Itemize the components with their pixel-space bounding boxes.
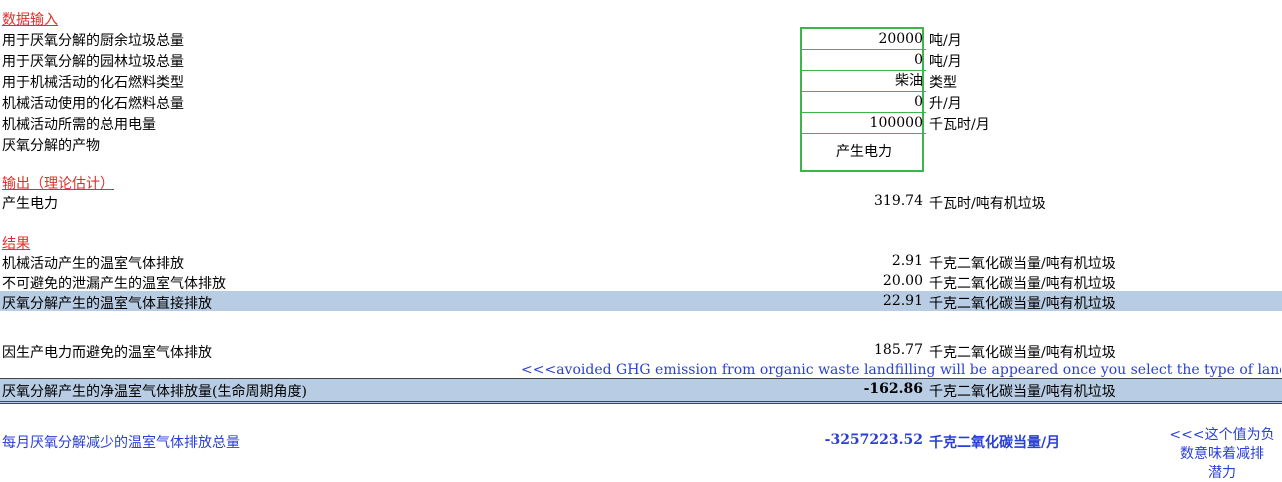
net-unit: 千克二氧化碳当量/吨有机垃圾 xyxy=(929,384,1116,400)
input-unit-fuel-type: 类型 xyxy=(929,75,957,91)
input-unit-yard-waste: 吨/月 xyxy=(929,54,962,70)
input-cell-food-waste[interactable]: 20000 xyxy=(802,29,926,50)
result-label-leakage: 不可避免的泄漏产生的温室气体排放 xyxy=(2,276,226,292)
input-cell-product[interactable]: 产生电力 xyxy=(836,144,892,160)
net-value: -162.86 xyxy=(863,381,923,397)
output-value-electricity: 319.74 xyxy=(874,193,923,209)
input-unit-fuel-amount: 升/月 xyxy=(929,96,962,112)
output-label-electricity: 产生电力 xyxy=(2,196,58,212)
input-cell-fuel-type[interactable]: 柴油 xyxy=(802,71,926,92)
output-unit-electricity: 千瓦时/吨有机垃圾 xyxy=(929,196,1046,212)
result-value-leakage: 20.00 xyxy=(882,273,923,289)
input-label-fuel-type: 用于机械活动的化石燃料类型 xyxy=(2,75,184,91)
highlight-band-direct xyxy=(0,291,1282,311)
input-cell-yard-waste[interactable]: 0 xyxy=(802,50,926,71)
input-label-food-waste: 用于厌氧分解的厨余垃圾总量 xyxy=(2,33,184,49)
result-unit-leakage: 千克二氧化碳当量/吨有机垃圾 xyxy=(929,276,1116,292)
input-cell-fuel-amount[interactable]: 0 xyxy=(802,92,926,113)
result-value-machinery: 2.91 xyxy=(891,253,923,269)
input-cell-electricity[interactable]: 100000 xyxy=(802,113,926,134)
input-label-electricity: 机械活动所需的总用电量 xyxy=(2,117,156,133)
result-unit-machinery: 千克二氧化碳当量/吨有机垃圾 xyxy=(929,256,1116,272)
result-label-direct: 厌氧分解产生的温室气体直接排放 xyxy=(2,296,212,312)
result-label-machinery: 机械活动产生的温室气体排放 xyxy=(2,256,184,272)
section-title-input: 数据输入 xyxy=(2,12,58,28)
input-unit-food-waste: 吨/月 xyxy=(929,33,962,49)
input-label-fuel-amount: 机械活动使用的化石燃料总量 xyxy=(2,96,184,112)
input-label-product: 厌氧分解的产物 xyxy=(2,138,100,154)
result-unit-avoided: 千克二氧化碳当量/吨有机垃圾 xyxy=(929,345,1116,361)
monthly-label: 每月厌氧分解减少的温室气体排放总量 xyxy=(2,435,240,451)
result-unit-direct: 千克二氧化碳当量/吨有机垃圾 xyxy=(929,296,1116,312)
result-value-direct: 22.91 xyxy=(882,293,923,309)
side-note-line-2: 数意味着减排 xyxy=(1180,446,1264,462)
input-label-yard-waste: 用于厌氧分解的园林垃圾总量 xyxy=(2,54,184,70)
side-note-line-1: <<<这个值为负 xyxy=(1169,427,1275,443)
landfill-note: <<<avoided GHG emission from organic was… xyxy=(521,362,1281,378)
input-unit-electricity: 千瓦时/月 xyxy=(929,117,990,133)
monthly-unit: 千克二氧化碳当量/月 xyxy=(929,435,1061,451)
result-value-avoided: 185.77 xyxy=(874,342,923,358)
monthly-value: -3257223.52 xyxy=(824,432,923,448)
side-note-line-3: 潜力 xyxy=(1208,465,1236,481)
highlight-band-net xyxy=(0,378,1282,404)
input-box: 20000 0 柴油 0 100000 产生电力 xyxy=(800,27,926,172)
result-label-avoided: 因生产电力而避免的温室气体排放 xyxy=(2,345,212,361)
net-label: 厌氧分解产生的净温室气体排放量(生命周期角度) xyxy=(2,384,307,400)
section-title-results: 结果 xyxy=(2,236,30,252)
section-title-output: 输出（理论估计） xyxy=(2,176,114,192)
